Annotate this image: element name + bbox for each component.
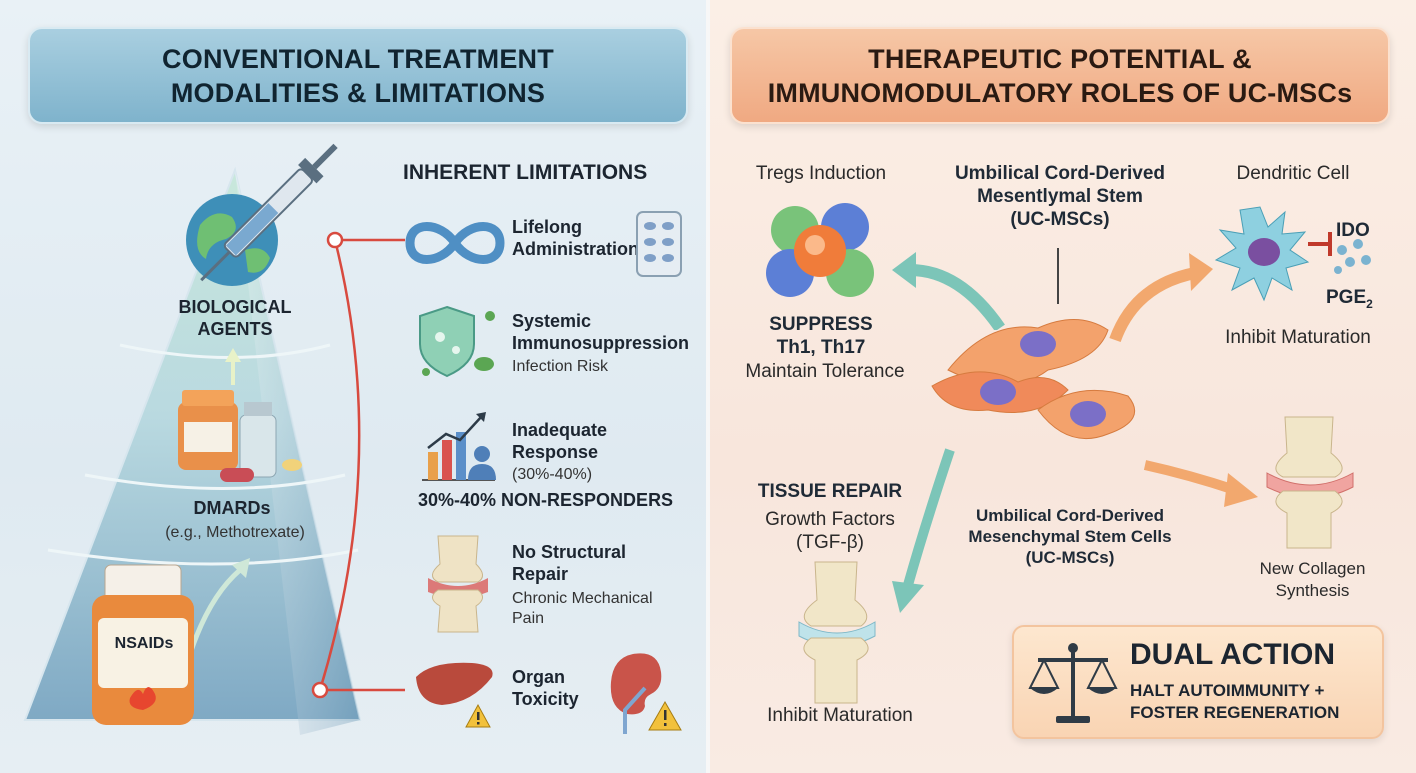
ido-label: IDO	[1336, 220, 1370, 241]
infinity-icon	[405, 222, 505, 264]
treatment-pyramid	[23, 143, 362, 735]
left-banner-title: CONVENTIONAL TREATMENT MODALITIES & LIMI…	[162, 43, 554, 108]
limitation-lifelong: Lifelong Administration	[512, 217, 640, 259]
syringe-icon	[200, 143, 338, 282]
liver-warning-icon	[416, 662, 493, 728]
connector-bottom-dot	[311, 681, 329, 699]
center-bottom-label: Umbilical Cord-Derived Mesenchymal Stem …	[968, 506, 1172, 567]
limitation-immunosuppression: Systemic Immunosuppression	[512, 311, 690, 353]
pyramid-tier-line-3	[47, 548, 359, 566]
pyramid-tier-line-2	[84, 473, 346, 490]
arrow-to-tissue	[892, 448, 955, 613]
treg-cluster-icon	[766, 203, 874, 297]
regenerated-joint-icon	[1266, 416, 1354, 549]
connector-top-dot	[326, 231, 344, 249]
pge2-text: PGE	[1326, 287, 1367, 308]
limitation-structural: No Structural Repair	[512, 542, 627, 584]
inhibit-maturation-top: Inhibit Maturation	[1225, 327, 1371, 348]
limitations-connector	[311, 231, 405, 699]
left-banner: CONVENTIONAL TREATMENT MODALITIES & LIMI…	[28, 27, 688, 124]
pyramid-side	[235, 170, 360, 735]
suppress-label: SUPPRESS Th1, Th17	[769, 314, 873, 358]
kidney-warning-icon	[610, 653, 682, 734]
dendritic-cell-icon	[1214, 206, 1371, 302]
inhibit-maturation-bottom: Inhibit Maturation	[767, 705, 913, 726]
center-title: Umbilical Cord-Derived Mesentlymal Stem …	[954, 163, 1166, 230]
limitations-heading: INHERENT LIMITATIONS	[403, 161, 648, 184]
healthy-joint-icon	[798, 561, 876, 704]
limitation-immunosuppression-sub: Infection Risk	[512, 358, 609, 375]
new-collagen-label: New Collagen Synthesis	[1259, 559, 1366, 600]
arrow-to-collagen	[1143, 460, 1258, 507]
limitation-organ-toxicity: Organ Toxicity	[512, 667, 579, 709]
right-banner-title: THERAPEUTIC POTENTIAL & IMMUNOMODULATORY…	[767, 43, 1353, 108]
nsaids-label: NSAIDs	[114, 635, 174, 652]
damaged-joint-icon	[428, 535, 488, 633]
limitation-non-responders: 30%-40% NON-RESPONDERS	[418, 490, 674, 510]
panel-divider	[706, 0, 710, 773]
bar-chart-user-icon	[422, 412, 496, 481]
pge2-label: PGE2	[1326, 286, 1373, 316]
dual-action-sub: HALT AUTOIMMUNITY + FOSTER REGENERATION	[1130, 681, 1340, 722]
up-arrow-icon	[225, 348, 241, 385]
shield-virus-icon	[419, 305, 495, 378]
dmards-sub-label: (e.g., Methotrexate)	[165, 524, 305, 541]
limitation-structural-sub: Chronic Mechanical Pain	[512, 590, 653, 627]
pge2-subscript: 2	[1366, 296, 1373, 311]
growth-factors-label: Growth Factors (TGF-β)	[765, 509, 895, 553]
stem-cells-icon	[931, 319, 1136, 440]
center-pointer-line	[1057, 248, 1059, 304]
arrow-to-tregs	[892, 252, 1005, 330]
dendritic-cell-label: Dendritic Cell	[1236, 163, 1350, 184]
medicine-bottles-icon	[178, 390, 302, 482]
limitation-inadequate-sub: (30%-40%)	[512, 466, 593, 483]
limitation-inadequate: Inadequate Response	[512, 420, 608, 462]
biological-agents-label: BIOLOGICAL AGENTS	[178, 297, 292, 339]
tregs-induction-label: Tregs Induction	[755, 163, 887, 184]
tissue-repair-label: TISSUE REPAIR	[757, 481, 903, 502]
nsaids-bottle-icon	[92, 564, 194, 725]
maintain-tolerance-label: Maintain Tolerance	[745, 361, 905, 382]
scale-icon	[1028, 643, 1118, 723]
right-banner: THERAPEUTIC POTENTIAL & IMMUNOMODULATORY…	[730, 27, 1390, 124]
pill-pack-icon	[636, 211, 682, 277]
dmards-label: DMARDs	[193, 498, 271, 518]
arrow-to-dendritic	[1109, 253, 1213, 343]
dual-action-title: DUAL ACTION	[1130, 638, 1335, 671]
